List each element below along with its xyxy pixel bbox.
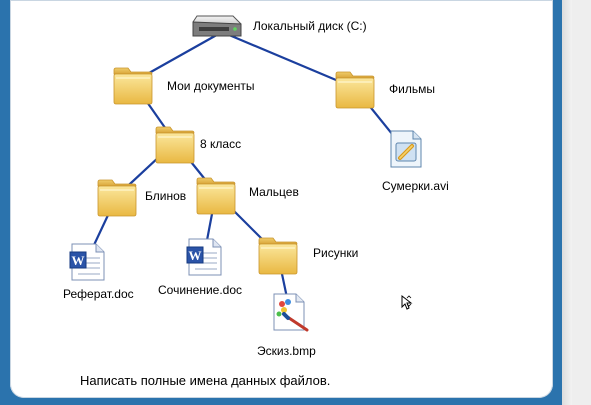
video-file-icon bbox=[390, 130, 422, 168]
movie-file-label: Сумерки.avi bbox=[382, 179, 449, 193]
folder-icon bbox=[113, 67, 153, 105]
referat-label: Реферат.doc bbox=[63, 287, 134, 301]
folder-icon bbox=[196, 177, 236, 215]
hard-drive-icon bbox=[192, 15, 242, 37]
move-cursor-icon bbox=[401, 294, 413, 310]
paint-bitmap-icon bbox=[273, 293, 309, 332]
pictures-label: Рисунки bbox=[313, 246, 359, 260]
word-document-icon bbox=[186, 238, 222, 276]
my-documents-label: Мои документы bbox=[167, 79, 255, 93]
blinov-label: Блинов bbox=[145, 189, 187, 203]
right-panel-strip bbox=[562, 0, 591, 405]
connector-root-movies bbox=[220, 30, 357, 90]
task-instruction: Написать полные имена данных файлов. bbox=[80, 373, 331, 388]
word-document-icon bbox=[69, 243, 105, 281]
grade8-label: 8 класс bbox=[200, 137, 242, 151]
maltsev-label: Мальцев bbox=[249, 185, 299, 199]
sketch-label: Эскиз.bmp bbox=[257, 344, 316, 358]
folder-icon bbox=[97, 179, 137, 217]
folder-icon bbox=[258, 237, 298, 275]
sochinenie-label: Сочинение.doc bbox=[158, 283, 243, 297]
movies-label: Фильмы bbox=[389, 82, 435, 96]
folder-icon bbox=[335, 71, 375, 109]
drive-label: Локальный диск (C:) bbox=[253, 19, 367, 33]
folder-icon bbox=[155, 126, 195, 164]
